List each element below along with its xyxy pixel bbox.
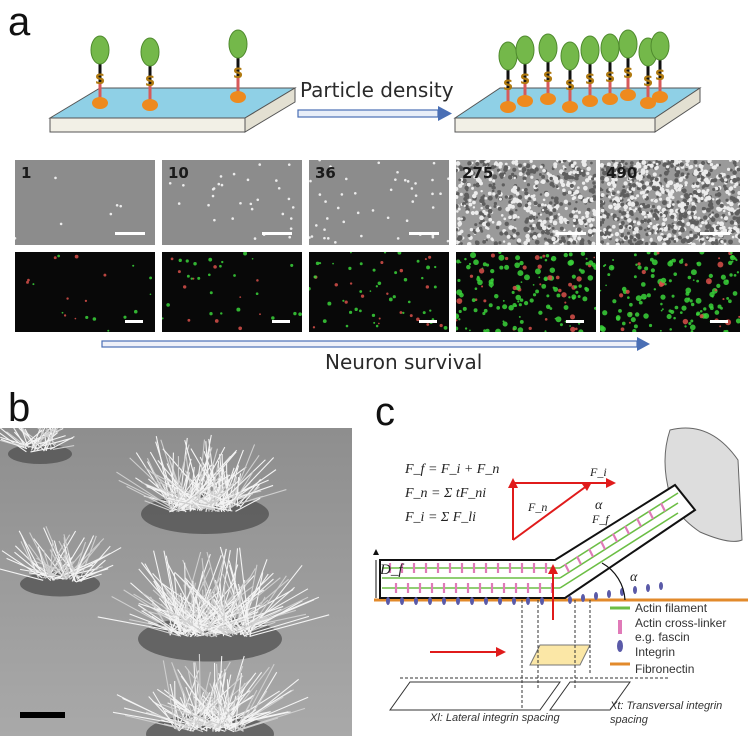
scale-bar (115, 232, 145, 235)
sem-image-1: 1 (15, 160, 155, 245)
angle-label-top: α (595, 498, 603, 513)
neuron-survival-arrow (101, 337, 650, 351)
density-275: 275 (462, 164, 494, 182)
equation-fi: F_i = Σ F_li (405, 510, 477, 525)
scale-bar (409, 232, 439, 235)
svg-text:S: S (520, 72, 530, 88)
scale-bar (419, 320, 437, 323)
panel-a-label: a (8, 0, 31, 44)
scale-bar (710, 320, 728, 323)
svg-text:S: S (565, 78, 575, 94)
panel-b-label: b (8, 386, 31, 430)
sem-image-10: 10 (162, 160, 302, 245)
density-36: 36 (315, 164, 336, 182)
legend-actin-filament: Actin filament (635, 601, 708, 615)
sem-image-275: 275 (456, 160, 596, 245)
svg-text:S: S (605, 70, 615, 86)
force-model-diagram (373, 427, 748, 711)
scale-bar (20, 712, 65, 718)
transversal-spacing-label-2: spacing (610, 714, 648, 726)
svg-text:S: S (585, 72, 595, 88)
legend-fascin: e.g. fascin (635, 630, 690, 644)
neuron-survival-label: Neuron survival (325, 350, 483, 374)
force-triangle (508, 478, 616, 541)
fluorescence-image-1 (15, 252, 155, 332)
legend-integrin: Integrin (635, 645, 676, 659)
density-10: 10 (168, 164, 189, 182)
panel-c-label: c (375, 390, 395, 434)
density-1: 1 (21, 164, 32, 182)
transversal-spacing-label: Xt: Transversal integrin (610, 700, 723, 712)
equation-fn: F_n = Σ tF_ni (405, 486, 487, 501)
svg-text:S: S (643, 74, 653, 90)
svg-text:S: S (503, 78, 513, 94)
svg-text:S: S (655, 68, 665, 84)
scale-bar (272, 320, 290, 323)
fluorescence-image-490 (600, 252, 740, 332)
legend-cross-linker: Actin cross-linker (635, 616, 727, 630)
svg-text:S: S (233, 66, 243, 82)
growth-cone (664, 427, 743, 542)
scale-bar (556, 232, 586, 235)
sem-image-490: 490 (600, 160, 740, 245)
lateral-spacing-label: Xl: Lateral integrin spacing (430, 712, 560, 724)
fluorescence-image-275 (456, 252, 596, 332)
fluorescence-image-36 (309, 252, 449, 332)
sem-image-36: 36 (309, 160, 449, 245)
high-density-substrate (453, 87, 702, 133)
legend-fibronectin: Fibronectin (635, 662, 695, 676)
svg-text:S: S (623, 66, 633, 82)
density-arrow (297, 106, 452, 121)
svg-text:S: S (145, 74, 155, 90)
diameter-label: D_f (380, 562, 403, 578)
svg-text:S: S (543, 70, 553, 86)
angle-label-bottom: α (630, 570, 638, 585)
low-density-substrate (48, 87, 297, 133)
scale-bar (700, 232, 730, 235)
nanowire-sem-image (0, 428, 352, 736)
actin-bundle (379, 483, 697, 605)
force-label-fi: F_i (590, 465, 607, 479)
density-490: 490 (606, 164, 638, 182)
equation-ff: F_f = F_i + F_n (405, 462, 500, 477)
scale-bar (125, 320, 143, 323)
force-label-ff: F_f (592, 512, 609, 526)
force-label-fn: F_n (528, 500, 548, 514)
fluorescence-image-10 (162, 252, 302, 332)
svg-text:S: S (95, 72, 105, 88)
scale-bar (566, 320, 584, 323)
particle-density-label: Particle density (300, 78, 454, 102)
scale-bar (262, 232, 292, 235)
